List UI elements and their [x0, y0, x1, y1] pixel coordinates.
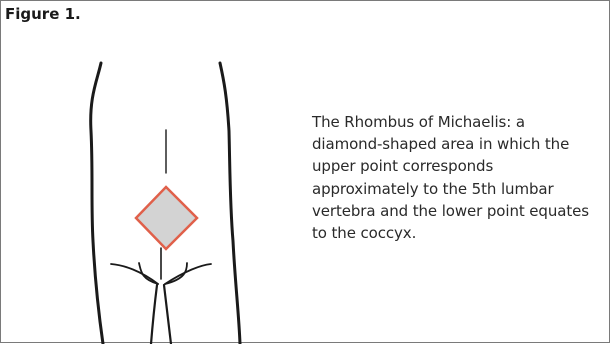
back-illustration [1, 1, 301, 344]
figure-caption: The Rhombus of Michaelis: a diamond-shap… [312, 111, 597, 244]
right-body-contour [220, 63, 240, 344]
left-body-contour [91, 63, 103, 344]
right-inner-leg [164, 285, 171, 344]
left-inner-leg [151, 285, 157, 344]
rhombus-of-michaelis [136, 187, 197, 249]
